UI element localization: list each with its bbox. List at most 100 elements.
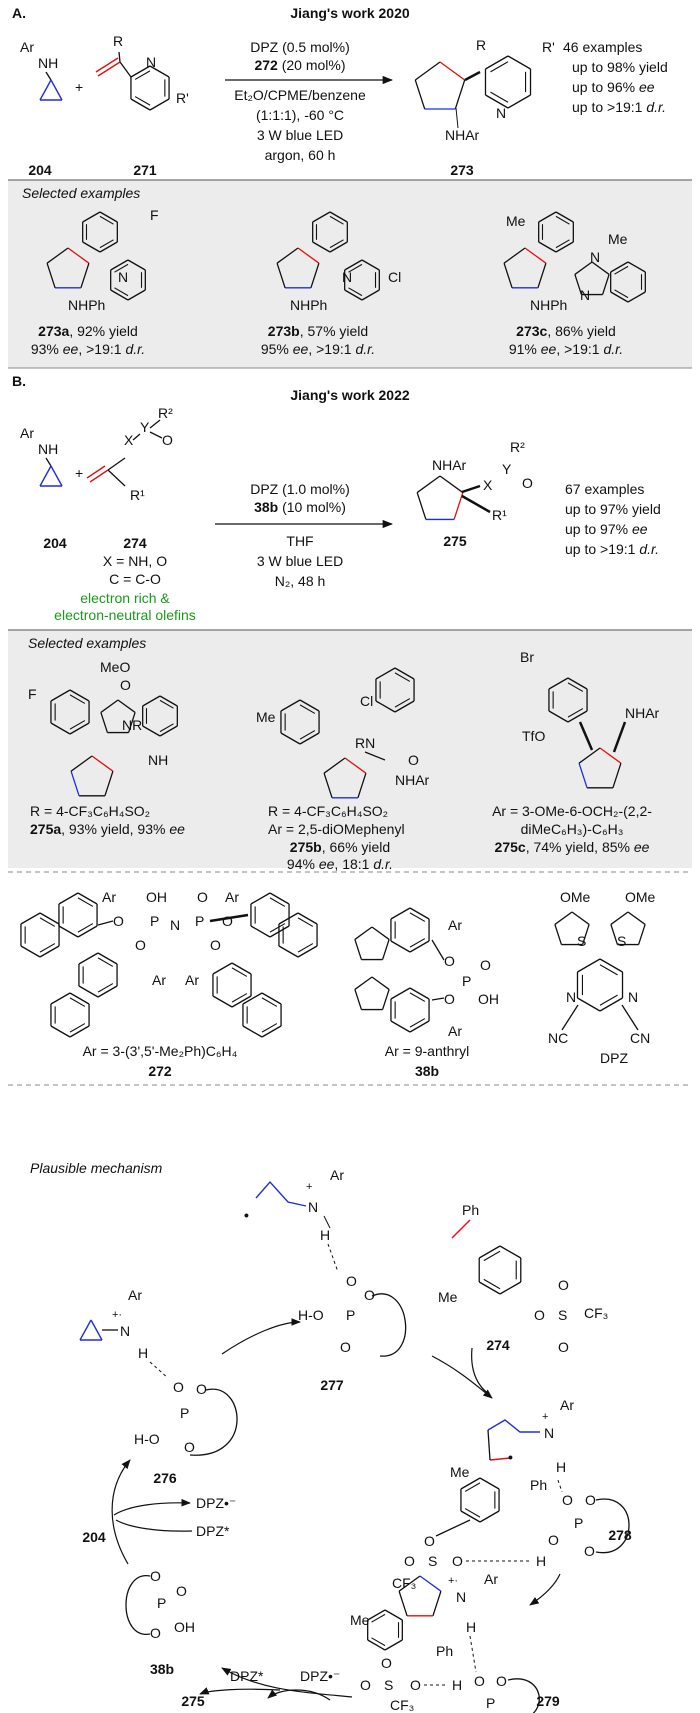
pyrazine-ring bbox=[577, 997, 601, 1012]
bond bbox=[323, 1215, 331, 1229]
example-caption: 273c, 86% yield bbox=[516, 323, 616, 339]
radical-dot: • bbox=[244, 1207, 249, 1223]
naphthyl-ring bbox=[39, 917, 56, 927]
cycle-arrow bbox=[267, 1689, 331, 1701]
fluorophenyl-ring bbox=[99, 211, 118, 223]
atom-label: CF₃ bbox=[390, 1697, 414, 1713]
spiro-aryl-ring bbox=[409, 1020, 430, 1033]
atom-label: P bbox=[180, 1405, 189, 1421]
atom-label: S bbox=[617, 933, 626, 949]
atom-label: N bbox=[120, 1323, 130, 1339]
atom-label: H bbox=[536, 1553, 546, 1569]
dpz-excited-label: DPZ* bbox=[230, 1668, 264, 1684]
spiro-aryl-ring bbox=[390, 987, 411, 1000]
indane-ring bbox=[381, 989, 390, 1010]
example-caption: 95% ee, >19:1 d.r. bbox=[261, 341, 375, 357]
phenyl-ring bbox=[329, 241, 348, 253]
charge-label: + bbox=[306, 1181, 312, 1193]
selected-examples-title: Selected examples bbox=[28, 635, 146, 651]
section-a-title: Jiang's work 2020 bbox=[290, 5, 409, 21]
catalyst-backbone bbox=[125, 1575, 151, 1635]
selected-examples-panel-a bbox=[8, 180, 692, 368]
atom-label: Ar bbox=[20, 425, 34, 441]
pyridine-ring bbox=[127, 259, 146, 271]
pyrazine-ring bbox=[577, 958, 601, 973]
naphthyl-ring bbox=[78, 985, 99, 998]
vinyl-double-bond bbox=[89, 469, 109, 483]
atom-label: O bbox=[584, 1543, 595, 1559]
tolyl-ring bbox=[280, 699, 301, 712]
nitrile-bond bbox=[621, 1004, 639, 1031]
compound-id-273: 273 bbox=[450, 162, 474, 178]
atom-label: Ar bbox=[152, 972, 166, 988]
pyridine-ring bbox=[134, 96, 151, 106]
hydrogen-bond bbox=[149, 1361, 169, 1379]
wedge-bond bbox=[612, 721, 627, 753]
atom-label: F bbox=[150, 207, 159, 223]
atom-label: Me bbox=[450, 1464, 470, 1480]
methoxyphenyl-ring bbox=[159, 725, 178, 737]
atom-label: P bbox=[150, 913, 159, 929]
hydrogen-bond bbox=[557, 1479, 563, 1493]
cyclopentane-ring bbox=[414, 79, 426, 110]
arene-ring bbox=[367, 1609, 386, 1621]
bromoarene-ring bbox=[548, 677, 569, 690]
condition-line: 3 W blue LED bbox=[257, 127, 343, 143]
spiro-aryl-ring bbox=[409, 940, 430, 953]
pyridine-ring bbox=[134, 70, 151, 80]
tolyl-ring bbox=[280, 732, 301, 745]
spiro-aryl-ring bbox=[409, 1018, 426, 1028]
atom-label: O bbox=[176, 1583, 187, 1599]
bromoarene-ring bbox=[567, 708, 584, 718]
lactam-ring bbox=[127, 712, 136, 733]
bond bbox=[431, 997, 445, 1001]
substituent-note: X = NH, O bbox=[103, 553, 167, 569]
atom-label: Ar bbox=[330, 1167, 344, 1183]
fluoroarene-ring bbox=[50, 689, 71, 702]
arene-ring bbox=[384, 1639, 403, 1651]
atom-label: OH bbox=[174, 1619, 195, 1635]
atom-label: N bbox=[342, 269, 352, 285]
atom-label: Me bbox=[256, 709, 276, 725]
methoxyphenyl-ring bbox=[159, 723, 174, 733]
thiophene-ring bbox=[610, 911, 629, 925]
condition-line: 38b (10 mol%) bbox=[254, 499, 346, 515]
bond bbox=[107, 469, 126, 487]
atom-label: S bbox=[558, 1307, 567, 1323]
dpz-radical-anion-label: DPZ•⁻ bbox=[196, 1495, 236, 1511]
cycle-arrow bbox=[115, 1519, 193, 1532]
naphthyl-ring bbox=[269, 923, 286, 933]
thiophene-ring bbox=[627, 911, 646, 925]
atom-label: O bbox=[480, 957, 491, 973]
naphthyl-ring bbox=[20, 912, 41, 925]
mechanism-title: Plausible mechanism bbox=[30, 1160, 163, 1176]
naphthyl-ring bbox=[297, 912, 318, 925]
cyclopentane-ring bbox=[46, 263, 56, 288]
chlorophenyl-ring bbox=[375, 667, 396, 680]
atom-label: N bbox=[580, 287, 590, 303]
n-cyclopropyl-bond bbox=[45, 71, 52, 81]
chlorophenyl-ring bbox=[394, 698, 411, 708]
atom-label: R¹ bbox=[492, 507, 507, 523]
pyridine-ring bbox=[485, 94, 509, 109]
condition-line: 3 W blue LED bbox=[257, 553, 343, 569]
selected-examples-panel-b bbox=[8, 630, 692, 868]
atom-label: O bbox=[364, 1287, 375, 1303]
cyclopentane-ring bbox=[414, 61, 441, 81]
condition-line: 272 (20 mol%) bbox=[254, 57, 345, 73]
atom-label: O bbox=[585, 1492, 596, 1508]
atom-label: Cl bbox=[360, 693, 373, 709]
atom-label: O bbox=[346, 1273, 357, 1289]
pyrazine-ring bbox=[599, 964, 618, 976]
naphthyl-ring bbox=[278, 912, 299, 925]
atom-label: Ph bbox=[530, 1477, 547, 1493]
atom-label: R² bbox=[510, 439, 525, 455]
atom-label: Me bbox=[608, 231, 628, 247]
atom-label: CN bbox=[630, 1030, 650, 1046]
atom-label: NR bbox=[122, 717, 142, 733]
naphthyl-ring bbox=[231, 993, 248, 1003]
stat-yield: up to 97% yield bbox=[565, 501, 661, 517]
stat-ee: up to 96% ee bbox=[572, 79, 655, 95]
bond-drawings bbox=[20, 51, 646, 1713]
